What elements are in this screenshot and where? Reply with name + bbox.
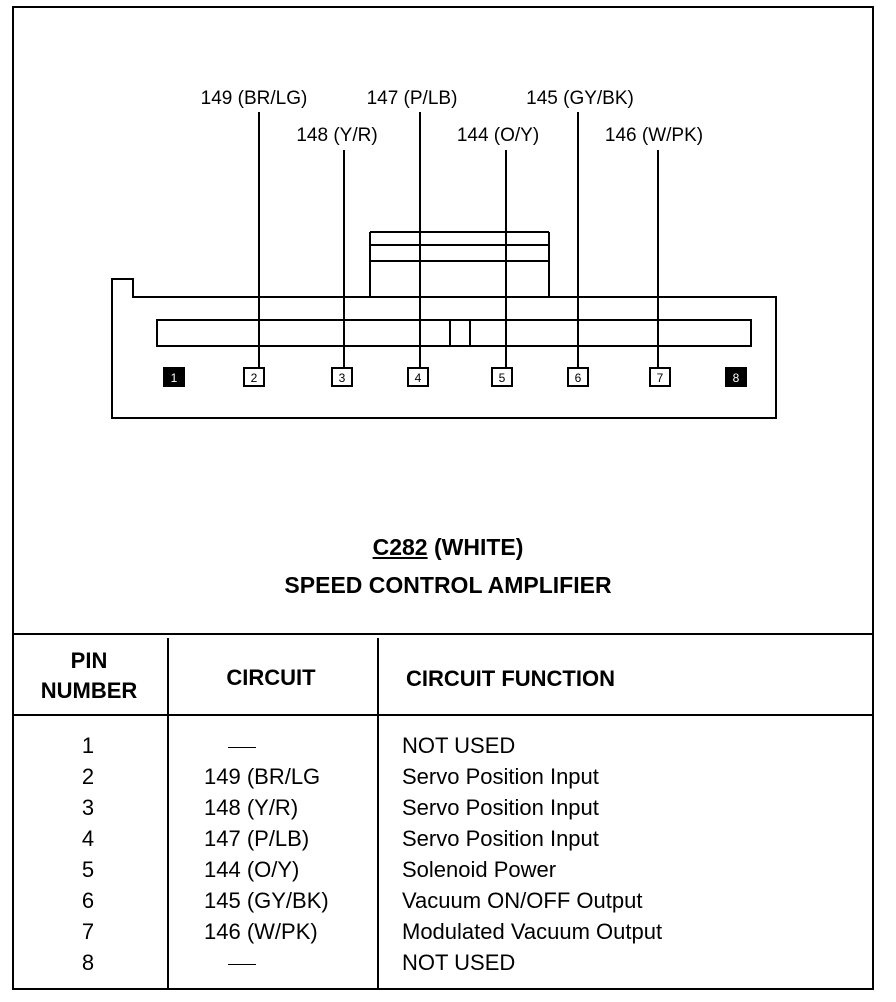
connector-name: SPEED CONTROL AMPLIFIER <box>284 572 612 598</box>
pin-cavity-3 <box>331 367 353 387</box>
pin-cavity-7 <box>649 367 671 387</box>
wire-label-pin-2: 149 (BR/LG) <box>201 88 308 109</box>
circuit-column: 149 (BR/LG 148 (Y/R) 147 (P/LB) 144 (O/Y) 14… <box>186 730 364 978</box>
row-circuit-2: 149 (BR/LG <box>204 764 321 789</box>
row-circuit-4: 147 (P/LB) <box>204 826 310 851</box>
pin-cavity-4 <box>407 367 429 387</box>
connector-title: C282 (WHITE) <box>0 532 896 562</box>
pin-number-6: 6 <box>575 371 582 385</box>
wire-label-pin-7: 146 (W/PK) <box>605 125 703 146</box>
pin-cavity-1 <box>163 367 185 387</box>
row-function-7: Modulated Vacuum Output <box>402 919 663 944</box>
row-pin-3: 3 <box>81 795 95 820</box>
header-circuit: CIRCUIT <box>226 665 316 690</box>
pin-column: 1 2 3 4 5 6 7 8 <box>40 730 136 978</box>
pin-cavity-2 <box>243 367 265 387</box>
row-pin-5: 5 <box>81 857 95 882</box>
pin-number-7: 7 <box>657 371 664 385</box>
connector-slot <box>156 319 752 347</box>
connector-latch <box>369 231 550 297</box>
header-pin-line2: NUMBER <box>40 678 138 703</box>
row-function-6: Vacuum ON/OFF Output <box>402 888 643 913</box>
pin-number-3: 3 <box>339 371 346 385</box>
pin-number-1: 1 <box>171 371 178 385</box>
row-function-5: Solenoid Power <box>402 857 557 882</box>
row-function-3: Servo Position Input <box>402 795 599 820</box>
row-pin-7: 7 <box>81 919 95 944</box>
row-circuit-1 <box>186 730 364 761</box>
pin-number-2: 2 <box>251 371 258 385</box>
row-circuit-7: 146 (W/PK) <box>204 919 318 944</box>
connector-color: (WHITE) <box>433 534 524 560</box>
wire-label-pin-6: 145 (GY/BK) <box>526 88 634 109</box>
row-pin-8: 8 <box>81 950 95 975</box>
not-used-dash <box>228 746 256 748</box>
row-function-2: Servo Position Input <box>402 764 599 789</box>
row-function-8: NOT USED <box>402 950 516 975</box>
row-circuit-6: 145 (GY/BK) <box>204 888 329 913</box>
pin-number-8: 8 <box>733 371 740 385</box>
header-pin-number: PIN NUMBER <box>24 646 154 706</box>
diagram-frame <box>12 6 874 990</box>
pin-number-5: 5 <box>499 371 506 385</box>
wire-label-pin-5: 144 (O/Y) <box>457 125 539 146</box>
pin-cavity-8 <box>725 367 747 387</box>
row-circuit-8 <box>186 947 364 978</box>
pin-number-4: 4 <box>415 371 422 385</box>
row-pin-2: 2 <box>81 764 95 789</box>
pin-cavity-6 <box>567 367 589 387</box>
header-pin-line1: PIN <box>70 648 108 673</box>
wire-label-pin-3: 148 (Y/R) <box>296 125 377 146</box>
connector-body <box>111 278 777 419</box>
row-pin-1: 1 <box>81 733 95 758</box>
not-used-dash <box>228 963 256 965</box>
row-pin-4: 4 <box>81 826 95 851</box>
row-pin-6: 6 <box>81 888 95 913</box>
row-function-4: Servo Position Input <box>402 826 599 851</box>
wire-label-pin-4: 147 (P/LB) <box>367 88 458 109</box>
row-circuit-5: 144 (O/Y) <box>204 857 300 882</box>
pin-cavity-5 <box>491 367 513 387</box>
row-circuit-3: 148 (Y/R) <box>204 795 299 820</box>
row-function-1: NOT USED <box>402 733 516 758</box>
connector-id: C282 <box>372 534 428 560</box>
header-circuit-function: CIRCUIT FUNCTION <box>406 666 615 691</box>
